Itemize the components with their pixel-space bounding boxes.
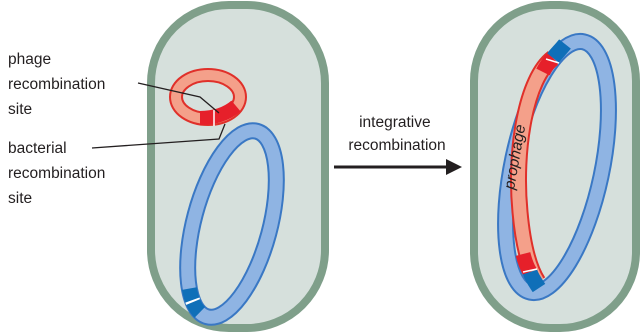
phage-site-label-line-2: recombination	[8, 76, 105, 93]
bacterial-chromosome-left	[179, 122, 285, 326]
bacterial-site-label-line-3: site	[8, 190, 32, 207]
bacterial-site-leader	[91, 123, 226, 149]
leader-lines	[91, 82, 226, 149]
phage-site-leader	[137, 82, 220, 114]
bacterial-site-label-line-1: bacterial	[8, 140, 67, 157]
bacterial-site-label: bacterial recombination site	[8, 140, 110, 207]
integration-arrow	[334, 159, 462, 175]
arrow-label-line-1: integrative	[359, 114, 431, 131]
bacterial-site-label-line-2: recombination	[8, 165, 105, 182]
right-site-top-red	[536, 52, 559, 76]
left-cell-wall	[147, 1, 329, 332]
phage-site-label-line-3: site	[8, 101, 32, 118]
bacterial-chromosome-right	[497, 32, 617, 302]
right-site-bottom-blue	[522, 269, 546, 293]
right-site-bottom-red	[515, 252, 537, 276]
phage-site-label-line-1: phage	[8, 51, 51, 68]
right-site-top-blue	[547, 39, 571, 63]
phage-dna-circle	[169, 68, 247, 126]
phage-recombination-site	[199, 100, 241, 125]
phage-site-label: phage recombination site	[8, 51, 110, 118]
arrow-label-line-2: recombination	[348, 137, 445, 154]
left-bacterial-cell	[147, 1, 329, 332]
arrow-label: integrative recombination	[348, 114, 445, 154]
arrow-head	[446, 159, 462, 175]
